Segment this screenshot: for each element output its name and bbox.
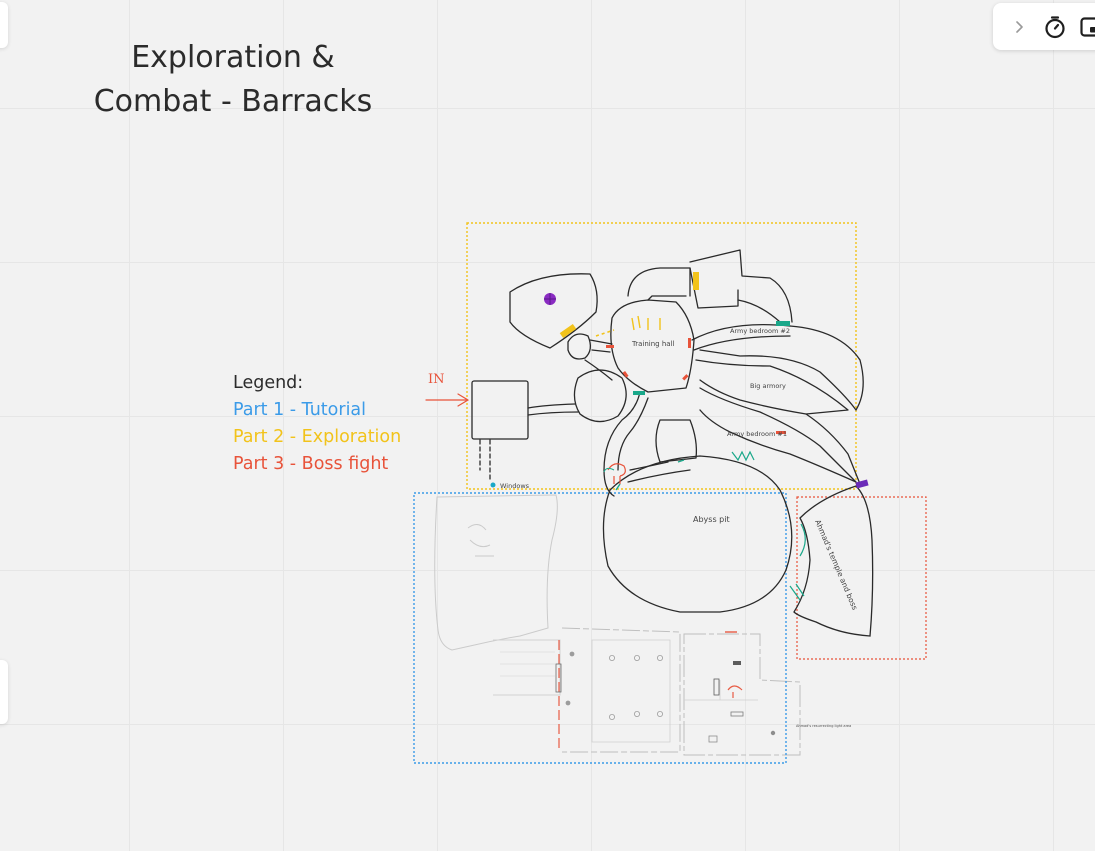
top-right-toolbar (993, 3, 1095, 50)
legend-item-exploration: Part 2 - Exploration (233, 427, 402, 447)
frame-icon[interactable] (1079, 15, 1095, 39)
svg-text:Ahmad's resurrecting light are: Ahmad's resurrecting light area (796, 724, 851, 728)
left-panel-tab-lower[interactable] (0, 660, 8, 724)
room-label-army-bedroom-1: Army bedroom #1 (727, 430, 787, 438)
room-label-temple: Ahmad's temple and boss (813, 518, 859, 611)
tutorial-frame[interactable] (413, 492, 787, 764)
entrance-label: IN (428, 372, 445, 387)
room-label-training-hall: Training hall (631, 340, 675, 348)
exploration-frame[interactable] (466, 222, 857, 490)
left-panel-tab[interactable] (0, 2, 8, 48)
exploration-map (471, 249, 864, 497)
door-markers (490, 272, 869, 601)
room-label-army-bedroom-2: Army bedroom #2 (730, 327, 790, 335)
legend-item-boss-fight: Part 3 - Boss fight (233, 454, 389, 474)
legend[interactable]: Legend: Part 1 - Tutorial Part 2 - Explo… (233, 370, 401, 478)
legend-title: Legend: (233, 373, 304, 393)
room-label-big-armory: Big armory (750, 382, 786, 390)
boss-frame[interactable] (796, 496, 927, 660)
abyss-pit[interactable] (602, 455, 793, 613)
room-label-windows: Windows (500, 482, 530, 490)
board-title[interactable]: Exploration & Combat - Barracks (93, 40, 373, 119)
tutorial-area: Ahmad's resurrecting light area (434, 494, 851, 756)
chevron-right-icon[interactable] (1007, 15, 1031, 39)
room-label-abyss-pit: Abyss pit (693, 515, 730, 524)
timer-icon[interactable] (1043, 15, 1067, 39)
entrance-arrow (425, 393, 470, 407)
legend-item-tutorial: Part 1 - Tutorial (233, 400, 367, 420)
